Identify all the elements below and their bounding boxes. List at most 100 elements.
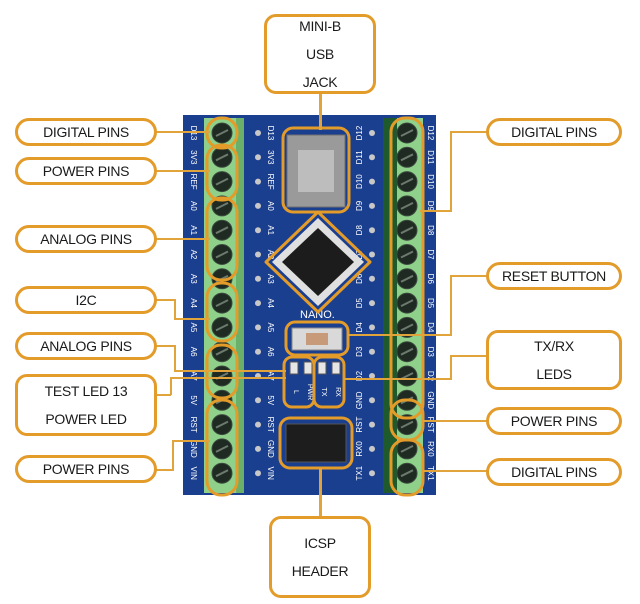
led <box>289 361 299 375</box>
highlight-reset <box>284 320 350 357</box>
connector-line <box>450 355 452 380</box>
screw-slot <box>215 202 229 210</box>
screw-slot <box>400 129 414 137</box>
screw-slot <box>400 347 414 356</box>
pin-pad <box>255 300 261 307</box>
pin-pad <box>369 275 375 282</box>
callout-text: POWER PINS <box>42 163 130 179</box>
highlight-left-d13 <box>205 116 239 150</box>
connector-line <box>174 318 210 320</box>
pin-label: RST <box>189 417 198 433</box>
pin-label: GND <box>426 391 435 409</box>
pin-pad <box>369 251 375 258</box>
screw-slot <box>400 226 414 235</box>
pin-label: D6 <box>355 273 364 284</box>
pin-pad <box>255 130 261 136</box>
pin-label: 3V3 <box>266 150 275 165</box>
screw-slot <box>215 299 229 307</box>
pin-pad <box>369 178 375 185</box>
pin-label: A4 <box>266 298 275 308</box>
pin-label: A6 <box>266 347 275 357</box>
pin-pad <box>255 251 261 258</box>
pin-pad <box>369 397 375 404</box>
connector-line <box>174 370 286 372</box>
callout-left-analog-pins: ANALOG PINS <box>15 225 157 253</box>
pin-label: REF <box>189 174 198 190</box>
connector-line <box>450 131 488 133</box>
callout-text: ANALOG PINS <box>40 231 132 247</box>
screw-slot <box>400 469 414 478</box>
callout-text: MINI-B <box>299 18 341 34</box>
pin-label: A3 <box>189 274 198 284</box>
callout-icsp-header: ICSP HEADER <box>269 516 371 598</box>
pin-label: TX1 <box>355 465 364 480</box>
connector-line <box>172 440 210 442</box>
callout-right-reset-button: RESET BUTTON <box>486 262 622 290</box>
connector-line <box>155 170 210 172</box>
pin-label: D3 <box>355 346 364 357</box>
pin-pad <box>369 470 375 477</box>
connector-line <box>423 470 488 472</box>
callout-text: TX/RX <box>534 338 574 354</box>
connector-line <box>450 355 488 357</box>
pin-pad <box>369 373 375 379</box>
pin-label: A0 <box>266 201 275 211</box>
connector-line <box>155 131 210 133</box>
pin-pad <box>255 275 261 282</box>
screw-slot <box>215 129 229 137</box>
board-name-label: NANO. <box>300 309 335 321</box>
connector-line <box>450 275 488 277</box>
callout-right-power-pins: POWER PINS <box>486 407 622 435</box>
callout-text: JACK <box>302 74 338 90</box>
led-label: RX <box>334 387 341 397</box>
pin-label: D9 <box>355 200 364 211</box>
screw-slot <box>215 445 229 453</box>
pin-pad <box>369 202 375 209</box>
pin-label: D6 <box>426 274 435 285</box>
screw-slot <box>400 420 414 429</box>
connector-line <box>155 345 175 347</box>
pin-label: VIN <box>266 467 275 481</box>
led <box>303 361 313 375</box>
callout-text: LEDS <box>536 366 572 382</box>
pin-label: D4 <box>426 322 435 333</box>
callout-left-power-pins: POWER PINS <box>15 157 157 185</box>
connector-line <box>423 420 488 422</box>
callout-right-digital-pins: DIGITAL PINS <box>486 118 622 146</box>
screw-slot <box>400 250 414 259</box>
highlight-led-right <box>312 355 346 409</box>
pin-label: D10 <box>426 174 435 189</box>
pin-label: D11 <box>426 150 435 165</box>
pin-pad <box>369 324 375 331</box>
pin-label: A4 <box>189 298 198 308</box>
pin-pad <box>369 227 375 234</box>
highlight-left-i2c <box>205 281 239 343</box>
callout-left-analog-pins-2: ANALOG PINS <box>15 332 157 360</box>
led-label: PWR <box>306 384 313 400</box>
left-terminal-shade <box>236 118 244 493</box>
screw-slot <box>215 347 229 356</box>
callout-text: HEADER <box>291 563 349 579</box>
screw-slot <box>215 153 229 162</box>
pin-label: VIN <box>189 467 198 481</box>
screw-slot <box>400 202 414 210</box>
pin-label: A6 <box>189 347 198 357</box>
reset-button-cap <box>306 333 328 345</box>
usb-jack-inner <box>298 150 334 192</box>
pin-pad <box>369 348 375 355</box>
callout-text: RESET BUTTON <box>501 268 606 284</box>
callout-left-digital-pins: DIGITAL PINS <box>15 118 157 146</box>
highlight-icsp <box>278 416 354 470</box>
highlight-right-digital <box>389 116 425 420</box>
pin-label: A7 <box>266 371 275 381</box>
pin-label: 5V <box>189 395 198 405</box>
callout-text: POWER PINS <box>510 413 598 429</box>
screw-slot <box>400 274 414 283</box>
icsp-header <box>285 423 347 463</box>
pin-pad <box>255 445 261 452</box>
callout-text: POWER LED <box>45 411 127 427</box>
screw-slot <box>400 177 414 186</box>
pin-label: D7 <box>426 249 435 260</box>
connector-line <box>450 131 452 211</box>
pin-label: A1 <box>266 225 275 235</box>
